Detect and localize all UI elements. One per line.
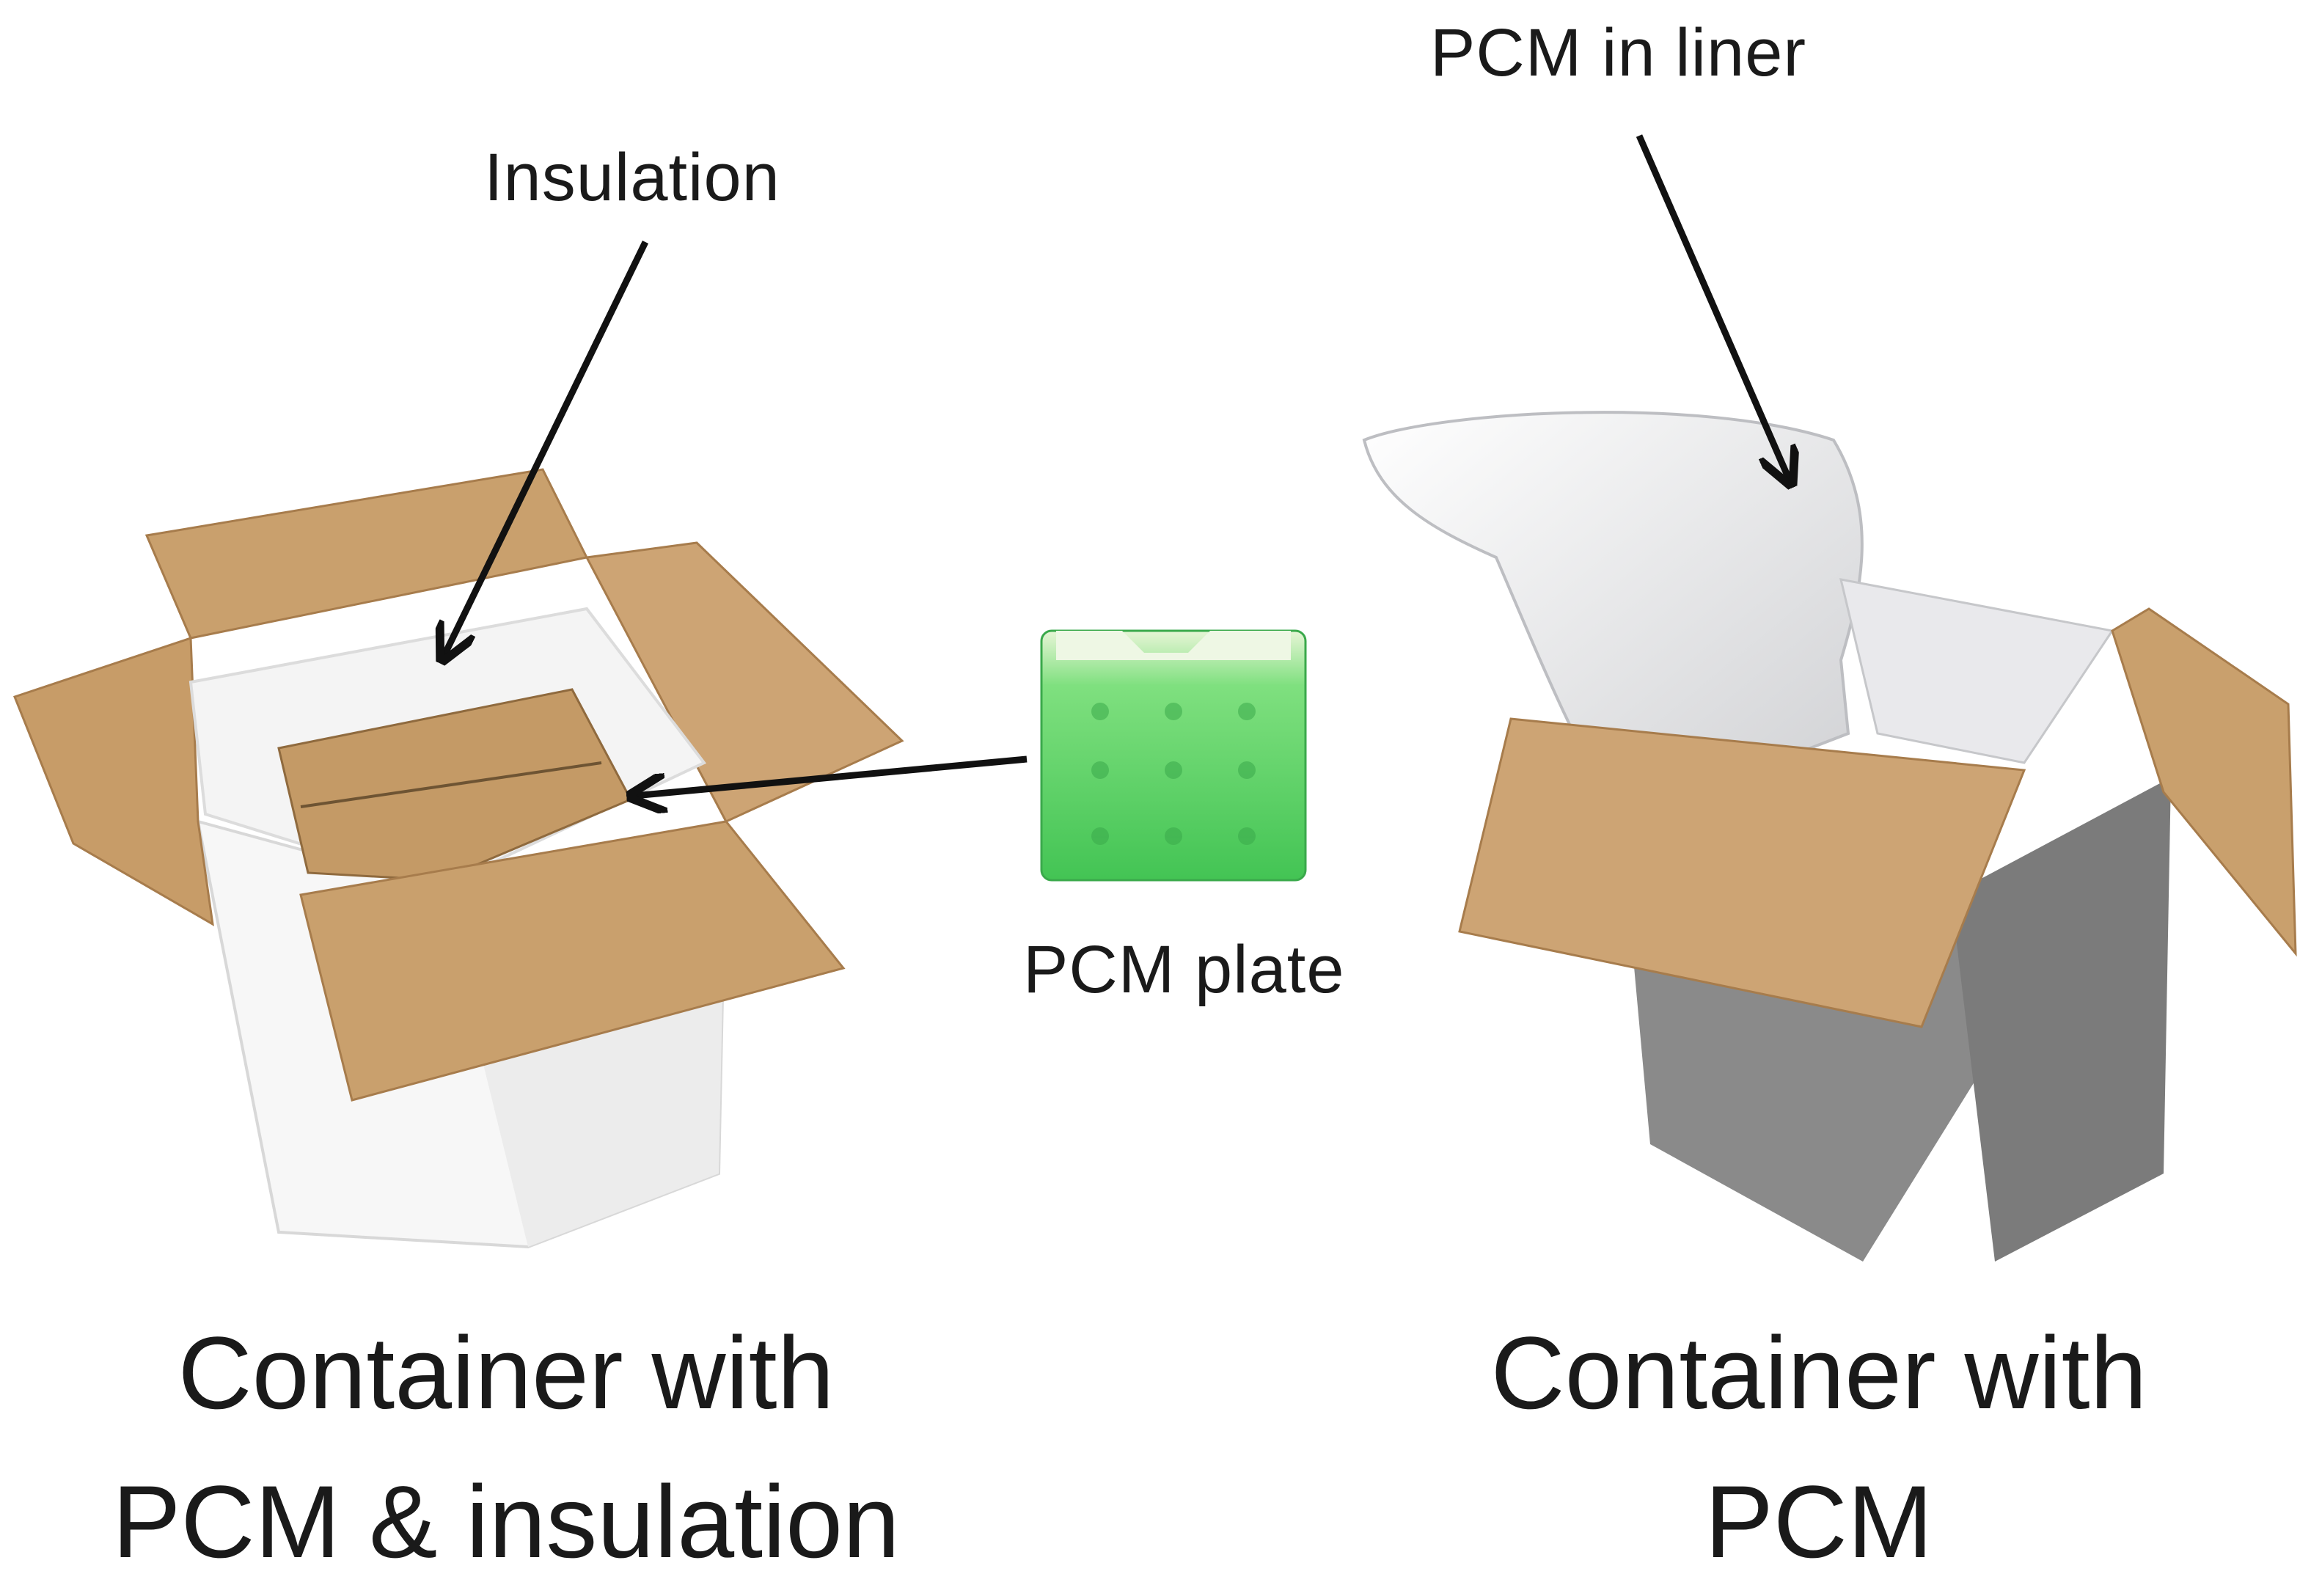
- insulation-label: Insulation: [484, 140, 780, 215]
- right-caption: Container with PCM: [1342, 1298, 2296, 1596]
- insulation-arrow: [444, 241, 649, 656]
- left-caption-line2: PCM & insulation: [112, 1464, 900, 1579]
- right-caption-line1: Container with: [1490, 1315, 2147, 1430]
- right-container-illustration: [1362, 411, 2297, 1262]
- left-caption: Container with PCM & insulation: [29, 1298, 983, 1596]
- pcm-in-liner-label: PCM in liner: [1430, 15, 1807, 90]
- left-container-illustration: [13, 468, 904, 1249]
- right-caption-line2: PCM: [1704, 1464, 1933, 1579]
- pcm-in-liner-arrow: [1636, 134, 1790, 480]
- left-caption-line1: Container with: [177, 1315, 835, 1430]
- pcm-plate-label: PCM plate: [1023, 932, 1345, 1007]
- pcm-plate-illustration: [1040, 629, 1307, 882]
- pcm-plate-arrow: [634, 755, 1028, 796]
